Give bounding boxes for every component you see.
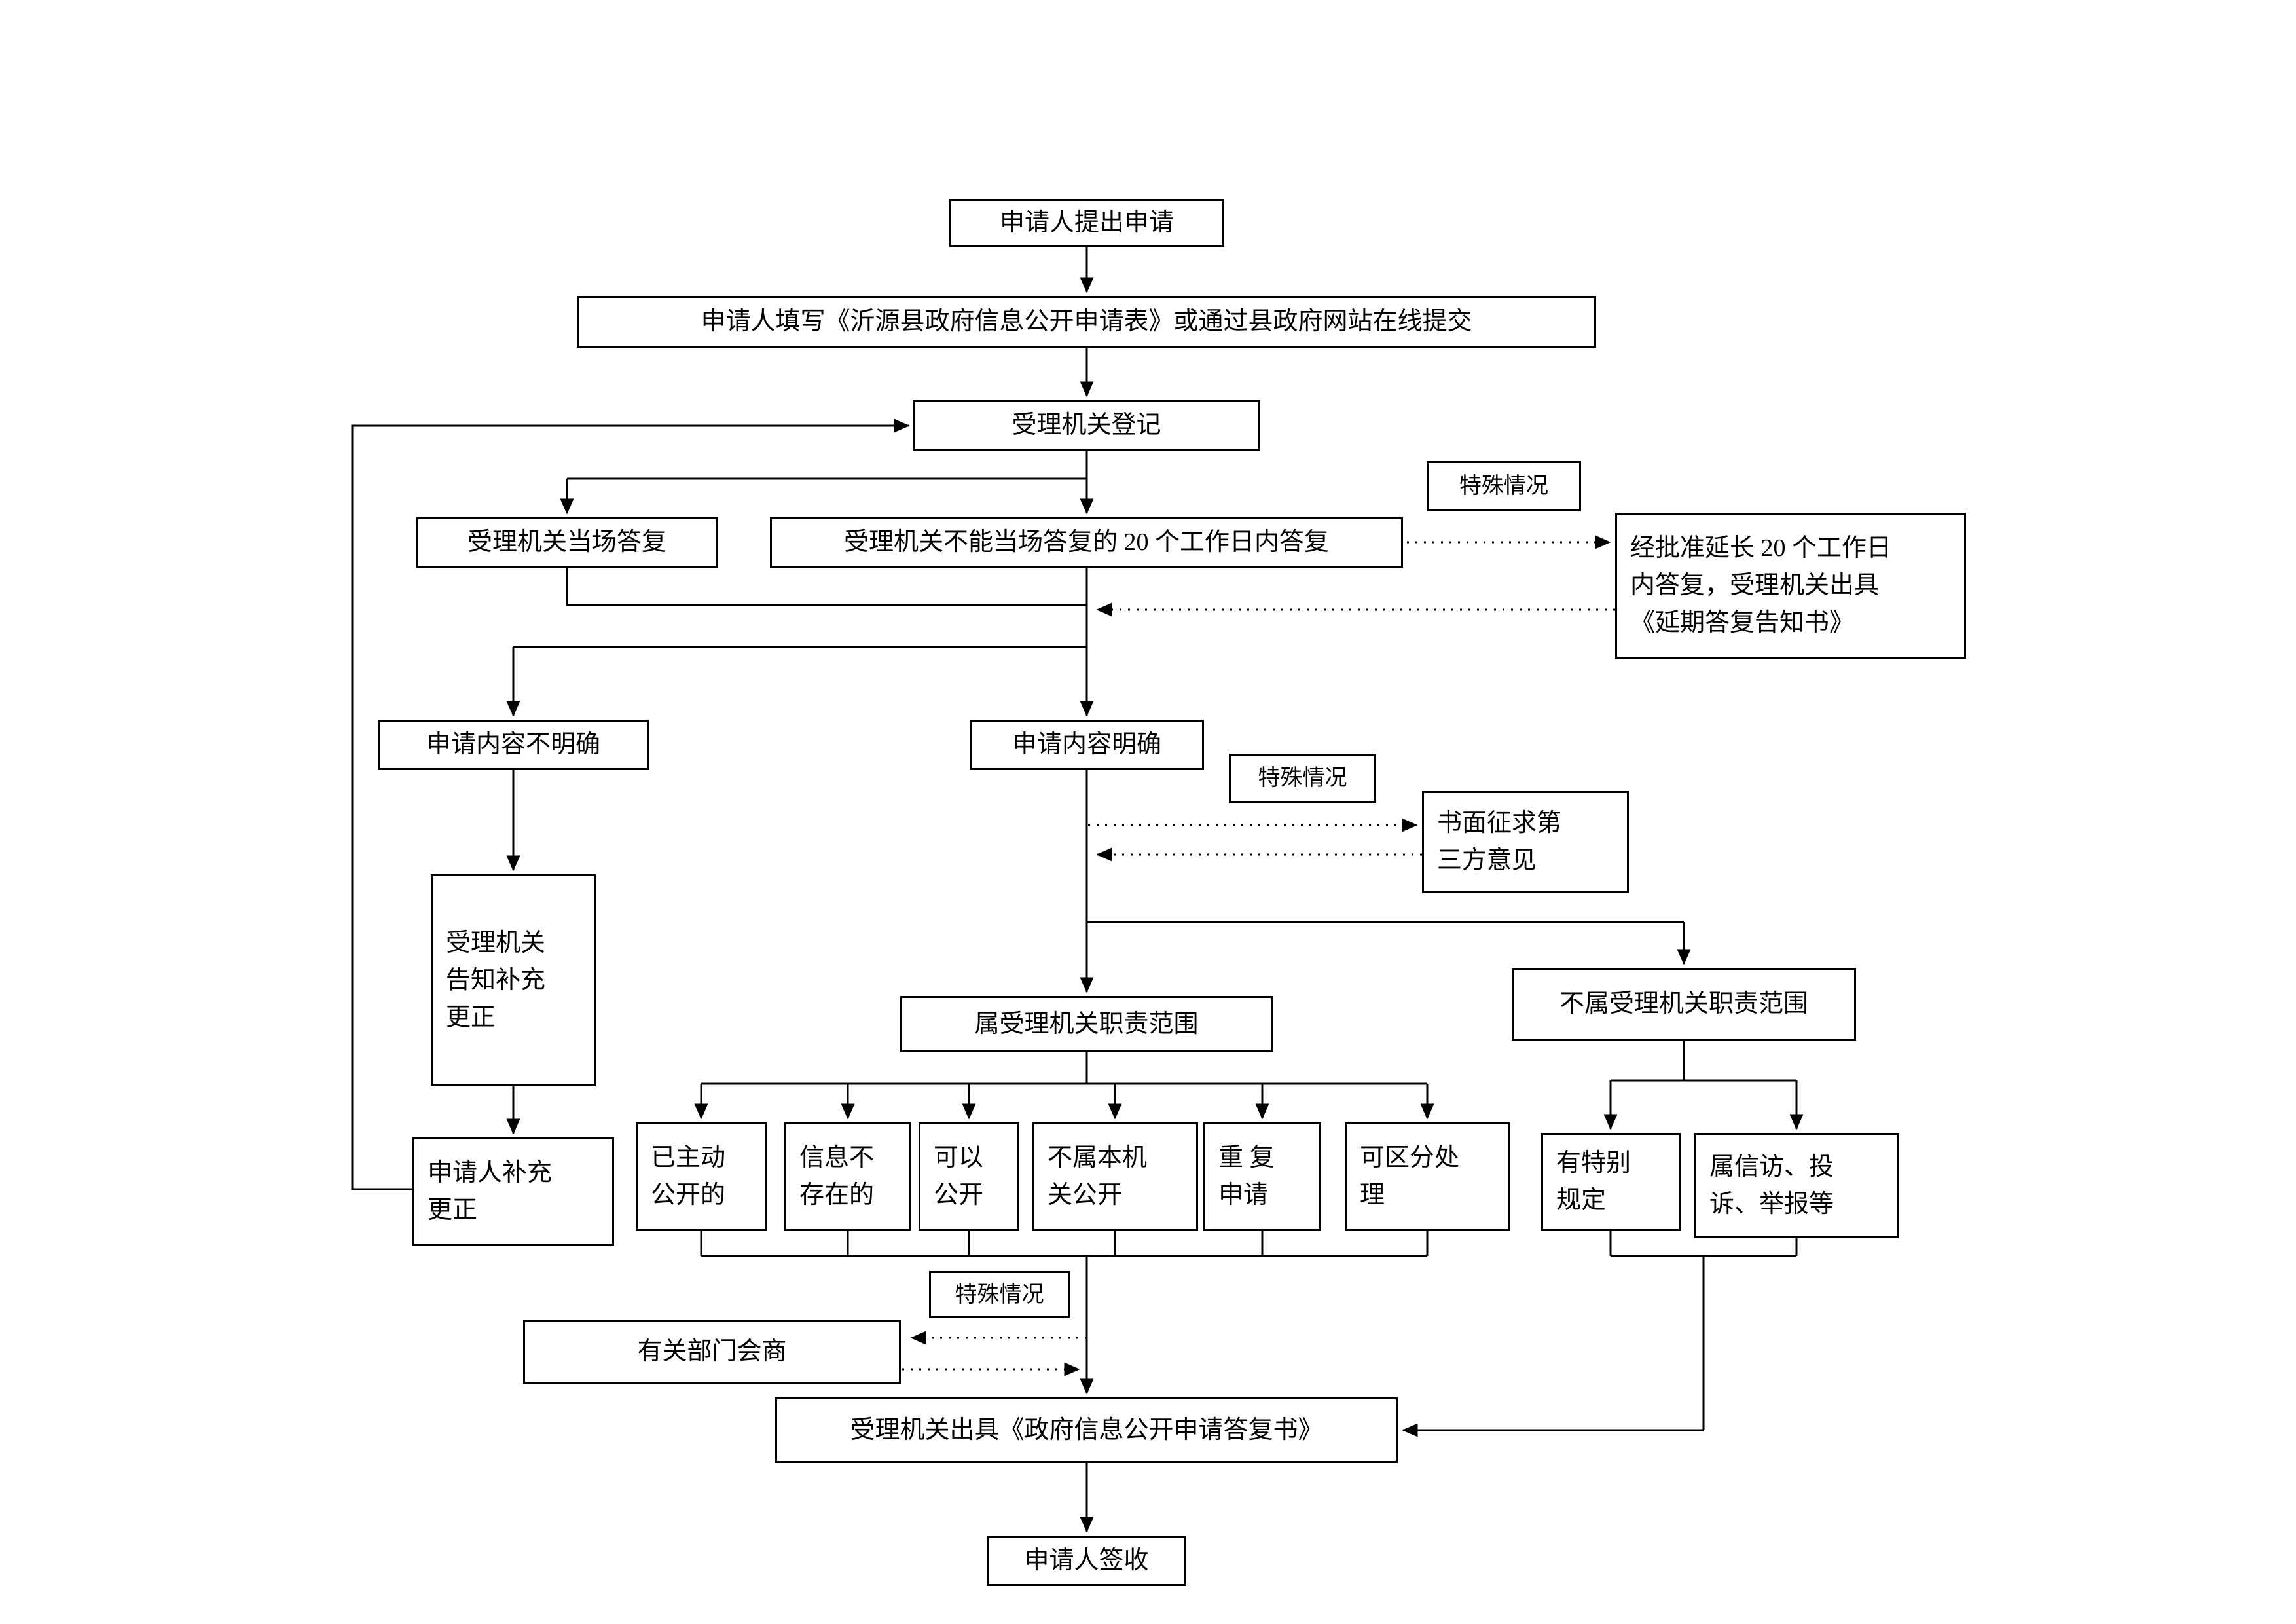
node-start: 申请人提出申请 — [949, 199, 1224, 247]
label-special-case-1: 特殊情况 — [1427, 461, 1581, 511]
node-special-rule: 有特别 规定 — [1541, 1133, 1681, 1231]
node-fill-form: 申请人填写《沂源县政府信息公开申请表》或通过县政府网站在线提交 — [577, 296, 1596, 348]
node-repeat-application: 重 复 申请 — [1203, 1122, 1321, 1231]
dotted-connectors — [902, 535, 1615, 1376]
node-not-this-organ: 不属本机 关公开 — [1032, 1122, 1198, 1231]
node-applicant-supplement: 申请人补充 更正 — [412, 1137, 614, 1246]
node-extension: 经批准延长 20 个工作日 内答复，受理机关出具 《延期答复告知书》 — [1615, 513, 1966, 659]
node-out-of-scope: 不属受理机关职责范围 — [1512, 968, 1856, 1041]
node-already-public: 已主动 公开的 — [636, 1122, 767, 1231]
node-reply-document: 受理机关出具《政府信息公开申请答复书》 — [775, 1397, 1398, 1463]
node-third-party-opinion: 书面征求第 三方意见 — [1422, 791, 1629, 893]
node-content-clear: 申请内容明确 — [970, 720, 1204, 770]
node-can-publicize: 可以 公开 — [919, 1122, 1019, 1231]
node-info-not-exist: 信息不 存在的 — [784, 1122, 911, 1231]
node-petition-complaint: 属信访、投 诉、举报等 — [1694, 1133, 1899, 1238]
node-separable-handling: 可区分处 理 — [1345, 1122, 1510, 1231]
node-notify-supplement: 受理机关 告知补充 更正 — [431, 874, 596, 1086]
solid-connectors — [351, 247, 1804, 1533]
node-applicant-sign: 申请人签收 — [987, 1536, 1186, 1586]
node-onsite-reply: 受理机关当场答复 — [416, 517, 718, 568]
node-register: 受理机关登记 — [913, 400, 1260, 451]
node-reply-20days: 受理机关不能当场答复的 20 个工作日内答复 — [770, 517, 1403, 568]
node-in-scope: 属受理机关职责范围 — [900, 996, 1273, 1052]
node-department-consult: 有关部门会商 — [523, 1320, 901, 1384]
label-special-case-2: 特殊情况 — [1229, 754, 1376, 803]
node-content-unclear: 申请内容不明确 — [378, 720, 649, 770]
label-special-case-3: 特殊情况 — [929, 1271, 1070, 1318]
